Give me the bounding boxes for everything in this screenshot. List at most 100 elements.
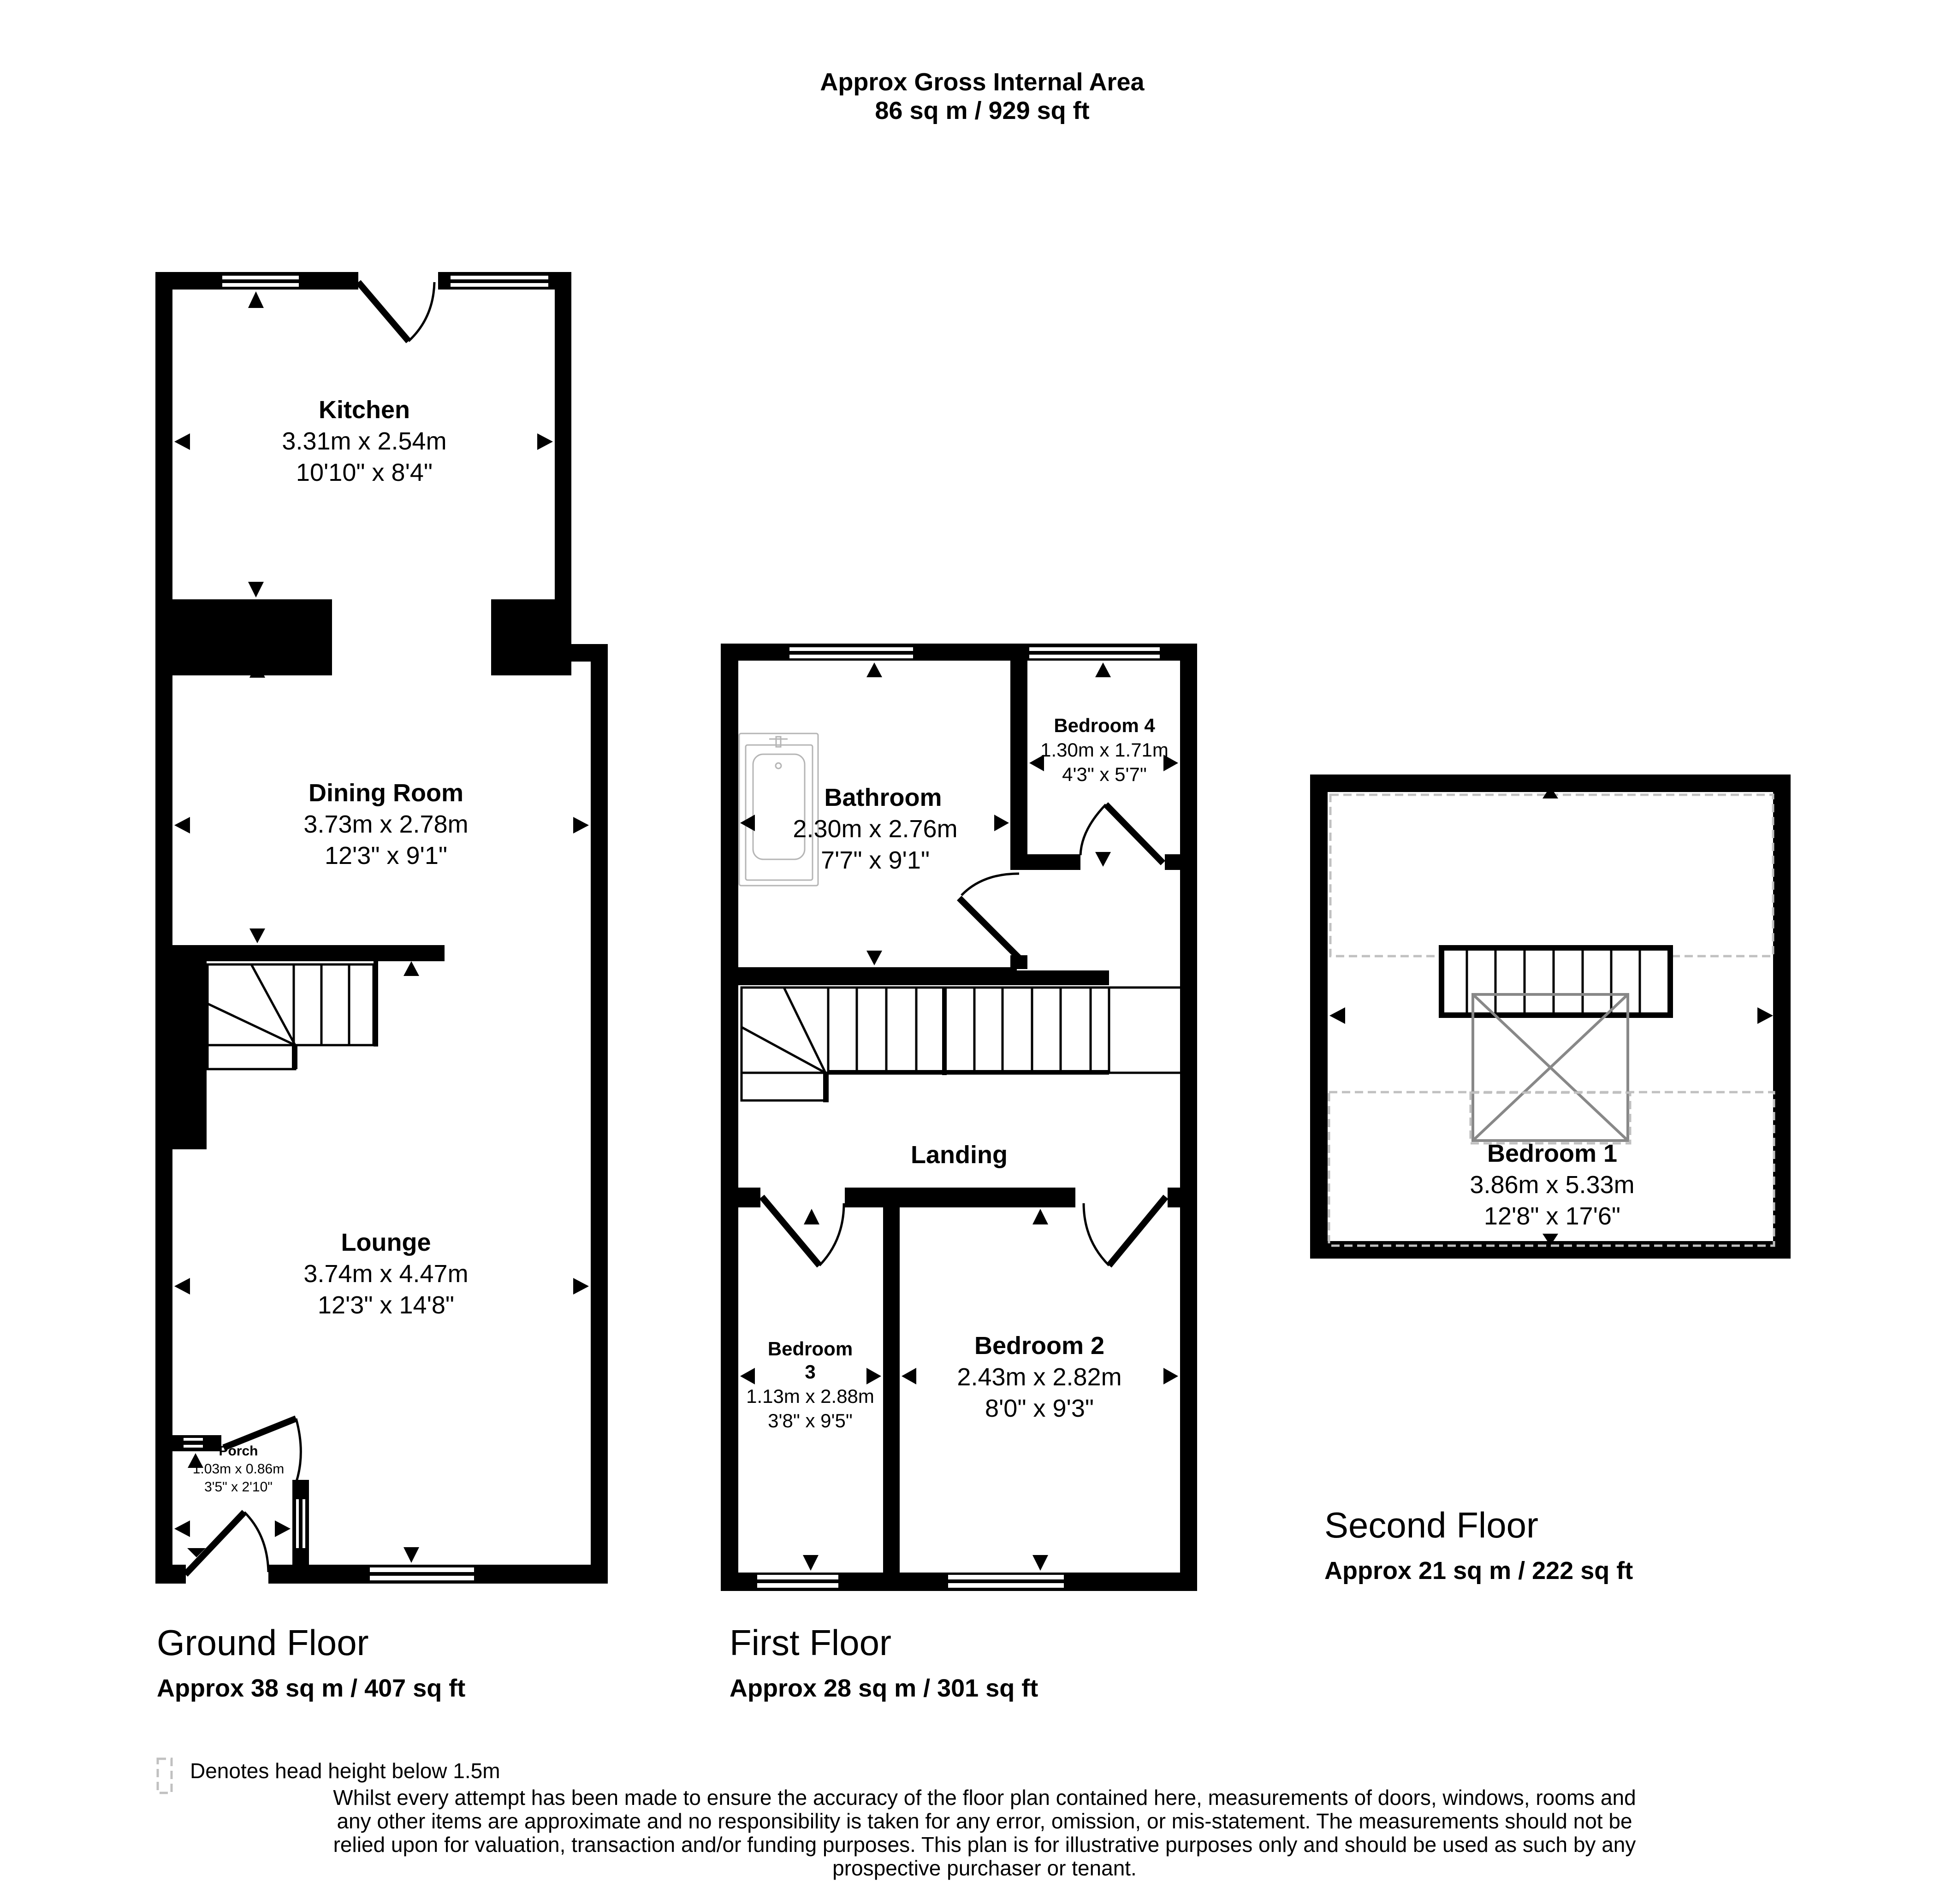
room-metric: 2.30m x 2.76m xyxy=(793,815,957,843)
window-icon xyxy=(755,1573,840,1581)
room-metric: 1.13m x 2.88m xyxy=(746,1385,874,1407)
wall-left xyxy=(155,272,172,1584)
bath-icon xyxy=(738,733,819,887)
window-icon xyxy=(449,274,550,281)
door-icon xyxy=(356,280,411,343)
floor-area: Approx 21 sq m / 222 sq ft xyxy=(1324,1557,1633,1585)
staircase-icon xyxy=(206,961,378,1070)
second-floor-plan: Bedroom 1 3.86m x 5.33m 12'8" x 17'6" xyxy=(1310,775,1791,1259)
disclaimer-line: any other items are approximate and no r… xyxy=(337,1809,1632,1833)
room-name: Lounge xyxy=(341,1229,431,1256)
room-metric: 2.43m x 2.82m xyxy=(957,1363,1121,1391)
room-name: Bedroom 1 xyxy=(1487,1140,1617,1167)
room-imperial: 12'8" x 17'6" xyxy=(1484,1202,1620,1230)
room-imperial: 12'3" x 14'8" xyxy=(318,1291,454,1319)
dimension-arrows xyxy=(1329,786,1773,1246)
room-bedroom-2: Bedroom 2 2.43m x 2.82m 8'0" x 9'3" xyxy=(957,1332,1121,1422)
room-name: Bathroom xyxy=(825,784,942,811)
floor-name: First Floor xyxy=(730,1622,891,1663)
first-floor-caption: First Floor Approx 28 sq m / 301 sq ft xyxy=(730,1622,1038,1702)
wall-bed4-bottom-right xyxy=(1165,854,1180,870)
room-metric: 3.73m x 2.78m xyxy=(303,810,468,838)
wall-bed3-top-left xyxy=(738,1188,760,1207)
window-icon xyxy=(449,281,550,289)
window-icon xyxy=(1027,645,1162,653)
wall-right xyxy=(1180,644,1197,1591)
door-swing-icon xyxy=(1079,804,1107,856)
room-name: Porch xyxy=(219,1443,258,1459)
room-name: Bedroom 2 xyxy=(974,1332,1104,1360)
dimension-arrows xyxy=(740,662,1178,1571)
room-name-line2: 3 xyxy=(805,1361,815,1383)
disclaimer-line: prospective purchaser or tenant. xyxy=(832,1856,1137,1880)
window-icon xyxy=(368,1574,476,1582)
wall-bed4-bottom xyxy=(1027,854,1080,870)
wall-stairs xyxy=(172,945,445,961)
ground-floor-plan: Kitchen 3.31m x 2.54m 10'10" x 8'4" Dini… xyxy=(155,272,608,1584)
floor-area: Approx 38 sq m / 407 sq ft xyxy=(157,1674,465,1702)
room-name: Dining Room xyxy=(309,779,463,807)
room-imperial: 8'0" x 9'3" xyxy=(985,1395,1094,1422)
wall-bed3-bed2 xyxy=(883,1207,900,1591)
room-bedroom-1: Bedroom 1 3.86m x 5.33m 12'8" x 17'6" xyxy=(1470,1140,1634,1230)
wall-right xyxy=(591,644,608,1584)
room-imperial: 3'5" x 2'10" xyxy=(204,1479,273,1495)
window-icon xyxy=(182,1443,205,1449)
door-icon xyxy=(222,1415,297,1451)
gross-area-title: Approx Gross Internal Area xyxy=(820,68,1145,96)
staircase-icon xyxy=(740,986,1183,1102)
door-swing-icon xyxy=(292,1418,302,1490)
room-porch: Porch 1.03m x 0.86m 3'5" x 2'10" xyxy=(193,1443,284,1495)
door-swing-icon xyxy=(961,872,1020,896)
wall-outline xyxy=(1310,775,1791,1259)
window-icon xyxy=(368,1566,476,1574)
room-landing: Landing xyxy=(911,1141,1008,1169)
low-headroom-area-top xyxy=(1329,793,1774,958)
wall-stub xyxy=(1010,955,1027,969)
room-imperial: 4'3" x 5'7" xyxy=(1062,763,1147,785)
first-floor-plan: Bathroom 2.30m x 2.76m 7'7" x 9'1" Bedro… xyxy=(721,644,1197,1591)
legend: Denotes head height below 1.5m xyxy=(156,1757,500,1794)
window-icon xyxy=(755,1581,840,1590)
window-icon xyxy=(220,274,301,281)
wall-stairs-side xyxy=(172,961,207,1149)
door-swing-icon xyxy=(1082,1203,1110,1266)
staircase-icon xyxy=(1439,945,1673,1018)
window-icon xyxy=(294,1497,301,1550)
wall-bathroom-bottom-2 xyxy=(1017,970,1109,985)
dimension-arrows xyxy=(174,291,589,1563)
floor-area: Approx 28 sq m / 301 sq ft xyxy=(730,1674,1038,1702)
room-bathroom: Bathroom 2.30m x 2.76m 7'7" x 9'1" xyxy=(793,784,957,874)
room-metric: 3.31m x 2.54m xyxy=(282,427,446,455)
room-metric: 1.30m x 1.71m xyxy=(1040,739,1169,761)
room-imperial: 3'8" x 9'5" xyxy=(768,1410,853,1431)
window-icon xyxy=(301,1497,307,1550)
chimney-breast-left xyxy=(172,599,332,675)
room-lounge: Lounge 3.74m x 4.47m 12'3" x 14'8" xyxy=(303,1229,468,1319)
door-icon xyxy=(183,1510,247,1577)
room-name: Landing xyxy=(911,1141,1008,1169)
window-icon xyxy=(1027,653,1162,660)
door-icon xyxy=(759,1194,822,1268)
skylight-icon xyxy=(1469,993,1632,1145)
floor-name: Ground Floor xyxy=(157,1622,369,1663)
room-imperial: 12'3" x 9'1" xyxy=(325,842,447,869)
door-swing-icon xyxy=(243,1511,270,1573)
window-icon xyxy=(946,1573,1066,1581)
window-icon xyxy=(182,1436,205,1443)
wall-bedrooms-top xyxy=(845,1188,1075,1207)
room-name-line1: Bedroom xyxy=(768,1338,853,1360)
dashed-box-icon xyxy=(156,1757,173,1794)
ground-floor-caption: Ground Floor Approx 38 sq m / 407 sq ft xyxy=(157,1622,465,1702)
window-icon xyxy=(946,1581,1066,1590)
wall-left xyxy=(721,644,738,1591)
chimney-breast-right xyxy=(491,599,571,675)
room-kitchen: Kitchen 3.31m x 2.54m 10'10" x 8'4" xyxy=(282,396,446,486)
room-bedroom-3: Bedroom 3 1.13m x 2.88m 3'8" x 9'5" xyxy=(746,1338,874,1431)
disclaimer-line: relied upon for valuation, transaction a… xyxy=(333,1833,1636,1857)
door-swing-icon xyxy=(408,282,436,342)
room-imperial: 7'7" x 9'1" xyxy=(821,846,930,874)
header: Approx Gross Internal Area 86 sq m / 929… xyxy=(820,68,1145,124)
second-floor-caption: Second Floor Approx 21 sq m / 222 sq ft xyxy=(1324,1505,1633,1585)
